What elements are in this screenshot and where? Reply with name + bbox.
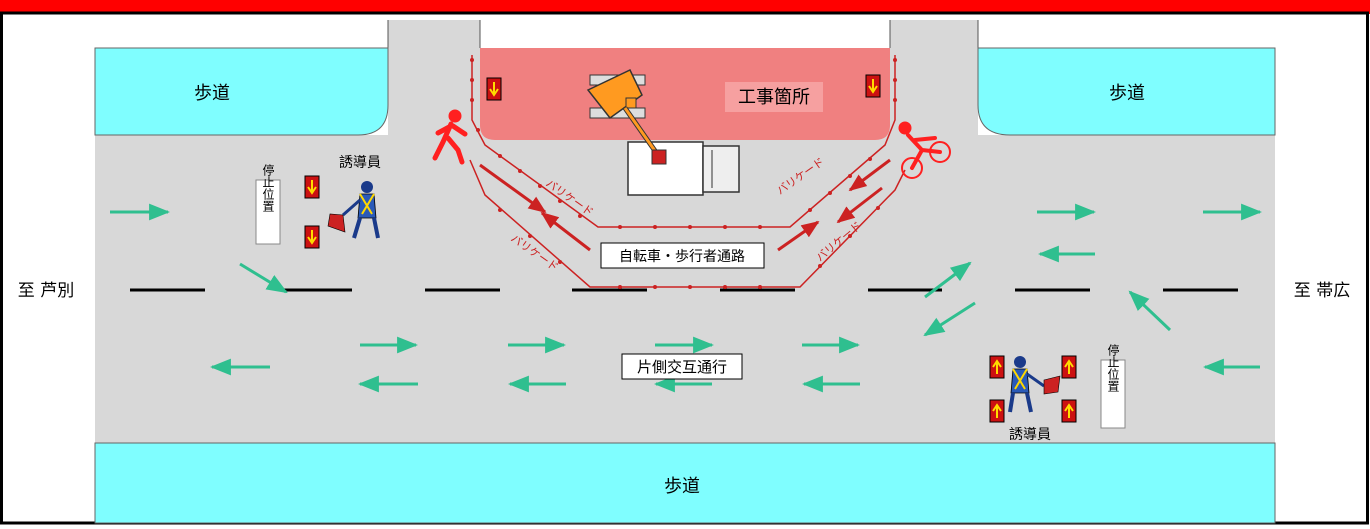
stop-position-label: 停止位置 [261, 163, 275, 212]
warning-sign-icon [989, 355, 1005, 379]
flagger-icon [1008, 356, 1061, 413]
excavator-icon [586, 69, 667, 165]
sidewalk-label: 歩道 [1109, 83, 1145, 104]
sidewalk-label: 歩道 [664, 476, 700, 497]
sidewalk-top-left [94, 47, 389, 136]
warning-sign-icon [1061, 355, 1077, 379]
title-banner [0, 0, 1370, 14]
bike-ped-path-label: 自転車・歩行者通路 [619, 248, 745, 265]
destination-west-label: 至 芦別 [18, 281, 74, 301]
sidewalk-bottom [94, 442, 1276, 524]
bike-ped-arrows [479, 158, 891, 252]
flagger-label: 誘導員 [339, 155, 381, 171]
sidewalk-label: 歩道 [194, 83, 230, 104]
work-zone [480, 48, 890, 140]
flagger-label: 誘導員 [1009, 427, 1051, 443]
bike-ped-path-box [600, 242, 765, 269]
warning-sign-icon [1061, 399, 1077, 423]
stop-position-label: 停止位置 [1106, 343, 1120, 392]
warning-sign-icon [989, 399, 1005, 423]
truck-icon [627, 141, 740, 196]
sidewalk-top-right [977, 47, 1276, 136]
alternating-traffic-label: 片側交互通行 [637, 358, 727, 376]
cyclist-icon [898, 121, 951, 179]
work-site-label: 工事箇所 [738, 87, 810, 108]
warning-sign-icon [486, 77, 502, 101]
destination-east-label: 至 帯広 [1294, 281, 1350, 301]
traffic-flow-arrows [110, 203, 1263, 393]
warning-sign-icon [304, 225, 320, 249]
stop-position-sign [255, 179, 281, 245]
pedestrian-icon [432, 109, 468, 165]
barricade-lines [469, 55, 906, 288]
warning-sign-icon [304, 175, 320, 199]
stop-position-sign [1100, 359, 1126, 429]
alternating-traffic-box [621, 353, 743, 380]
warning-sign-icon [865, 74, 881, 98]
flagger-icon [327, 181, 380, 239]
